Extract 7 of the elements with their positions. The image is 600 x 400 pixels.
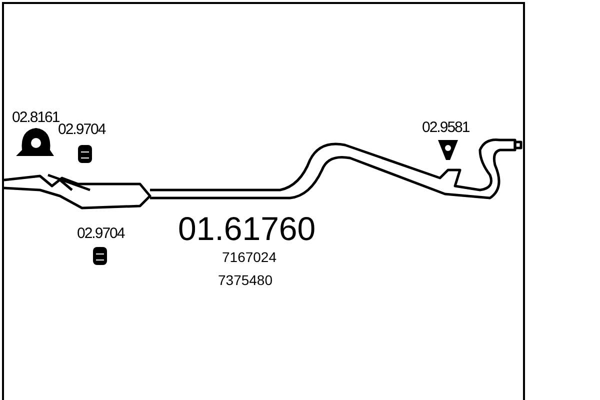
part-number: 02.8161 [12, 110, 60, 125]
part-number: 02.9704 [77, 226, 124, 241]
part-number: 02.9704 [58, 122, 106, 137]
reference-number: 7375480 [218, 273, 273, 287]
part-number: 02.9581 [422, 120, 470, 135]
reference-number: 7167024 [222, 250, 277, 264]
article-number: 01.61760 [178, 212, 316, 245]
